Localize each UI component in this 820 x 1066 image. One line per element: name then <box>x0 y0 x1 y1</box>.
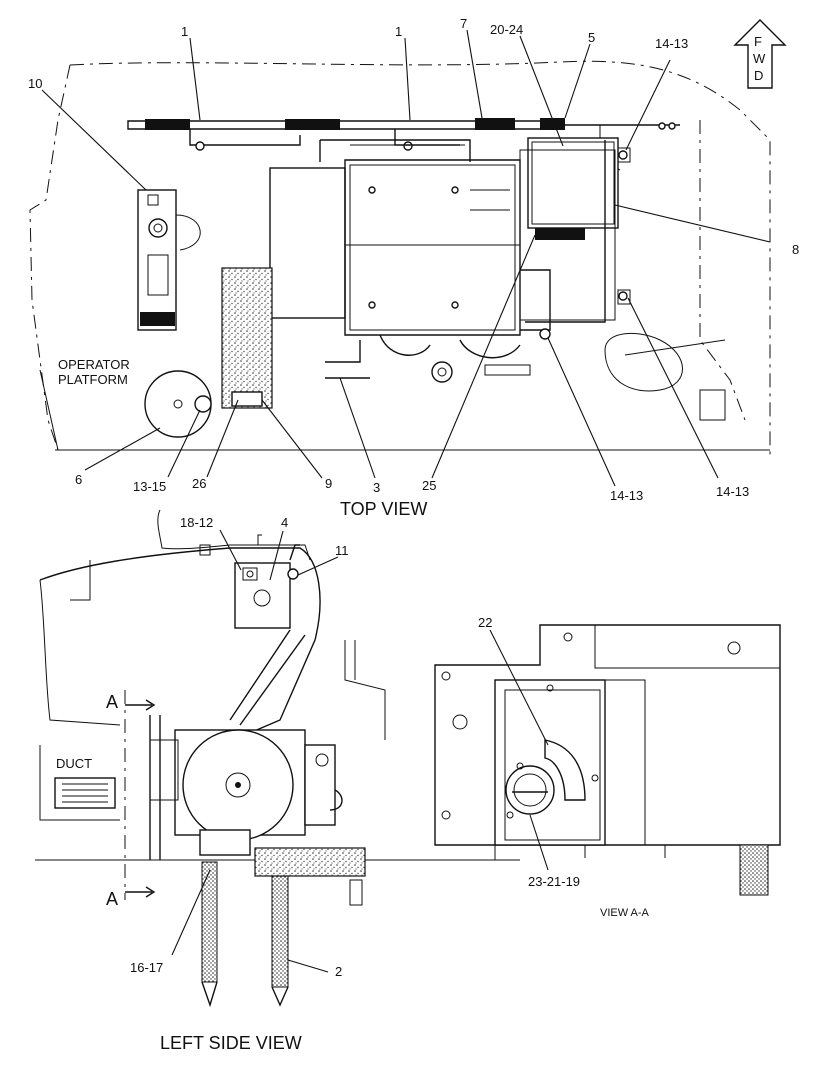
section-a-top: A <box>106 692 118 712</box>
callout-9: 9 <box>325 476 332 491</box>
callout-1b: 1 <box>395 24 402 39</box>
callout-20-24: 20-24 <box>490 22 523 37</box>
callout-8: 8 <box>792 242 799 257</box>
left-side-view: DUCT A A 18-12 4 11 16-17 2 LEFT SIDE VI… <box>35 509 520 1053</box>
callout-13-15: 13-15 <box>133 479 166 494</box>
left-side-view-title: LEFT SIDE VIEW <box>160 1033 302 1053</box>
duct-label: DUCT <box>56 756 92 771</box>
section-a-bottom: A <box>106 889 118 909</box>
section-view-a-a: 22 23-21-19 VIEW A-A <box>434 615 781 919</box>
fwd-letter-d: D <box>754 68 763 83</box>
callout-1a: 1 <box>181 24 188 39</box>
callout-3: 3 <box>373 480 380 495</box>
callout-16-17: 16-17 <box>130 960 163 975</box>
fwd-letter-f: F <box>754 34 762 49</box>
callout-6: 6 <box>75 472 82 487</box>
callout-22: 22 <box>478 615 492 630</box>
callout-11: 11 <box>335 543 349 558</box>
top-view-title: TOP VIEW <box>340 499 427 519</box>
callout-25: 25 <box>422 478 436 493</box>
operator-platform-label-2: PLATFORM <box>58 372 128 387</box>
callout-14-13a: 14-13 <box>655 36 688 51</box>
callout-14-13b: 14-13 <box>610 488 643 503</box>
callout-7: 7 <box>460 16 467 31</box>
view-a-a-title: VIEW A-A <box>600 907 650 919</box>
fwd-arrow-icon: F W D <box>733 19 787 89</box>
callout-14-13c: 14-13 <box>716 484 749 499</box>
callout-10: 10 <box>28 76 42 91</box>
callout-23-21-19: 23-21-19 <box>528 874 580 889</box>
callout-5: 5 <box>588 30 595 45</box>
callout-26: 26 <box>192 476 206 491</box>
callout-18-12: 18-12 <box>180 515 213 530</box>
fwd-letter-w: W <box>753 51 766 66</box>
operator-platform-label-1: OPERATOR <box>58 357 130 372</box>
callout-4: 4 <box>281 515 288 530</box>
callout-2: 2 <box>335 964 342 979</box>
top-view: 1 1 7 20-24 5 14-13 10 8 6 13-15 26 9 3 … <box>28 16 799 519</box>
